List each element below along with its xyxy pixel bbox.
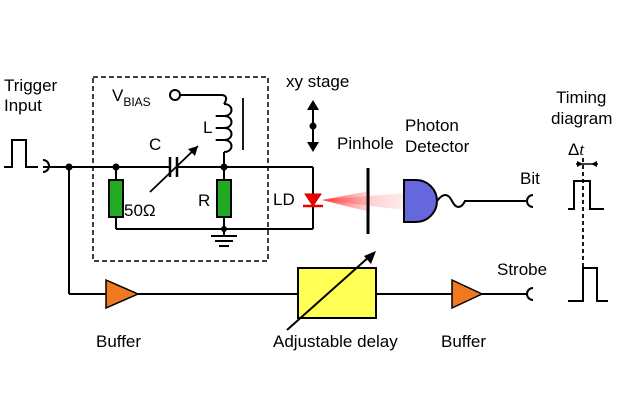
delay-adjust-arrow <box>286 255 371 331</box>
bit-timing-pulse <box>568 180 604 210</box>
buffer-left-icon <box>105 278 140 310</box>
timing-diagram-label-line2: diagram <box>551 109 612 128</box>
buffer-right-label: Buffer <box>441 332 486 351</box>
ground-junction-dot <box>221 226 227 232</box>
resistor-50-label: 50Ω <box>124 201 156 220</box>
adjustable-delay-label: Adjustable delay <box>273 332 398 351</box>
photon-detector-label-line2: Detector <box>405 137 470 156</box>
bit-output-connector <box>526 194 534 208</box>
trigger-input-pulse <box>4 139 38 168</box>
delta-t-marker-icon <box>576 161 598 167</box>
ground-icon <box>211 235 237 247</box>
resistor-50-ohm <box>108 179 124 218</box>
strobe-output-connector <box>526 287 534 301</box>
inductor-label: L <box>203 118 212 137</box>
strobe-label: Strobe <box>497 260 547 279</box>
timing-diagram-label-line1: Timing <box>556 88 606 107</box>
laser-beam-glow <box>322 193 404 210</box>
laser-diode-icon <box>303 193 323 208</box>
detector-output-wire <box>436 194 526 208</box>
bit-label: Bit <box>520 169 540 188</box>
buffer-right-icon <box>451 278 484 310</box>
strobe-timing-pulse <box>568 267 608 302</box>
trigger-label-line1: Trigger <box>4 76 58 95</box>
xy-stage-label: xy stage <box>286 72 349 91</box>
inductor-coil <box>215 103 233 153</box>
trigger-label-line2: Input <box>4 96 42 115</box>
capacitor-label: C <box>149 135 161 154</box>
delay-adjust-arrowhead <box>364 251 376 264</box>
pinhole-label: Pinhole <box>337 134 394 153</box>
resistor-r <box>216 179 232 218</box>
wire-inductor-top <box>180 94 228 105</box>
vbias-terminal <box>169 89 181 101</box>
bias-tee-box <box>92 76 269 262</box>
buffer-left-label: Buffer <box>96 332 141 351</box>
delta-t-label: Δt <box>568 140 585 159</box>
xy-stage-arrow-icon <box>307 100 319 152</box>
vbias-label: VBIAS <box>112 86 151 109</box>
photon-detector-label-line1: Photon <box>405 116 459 135</box>
photon-detector-icon <box>403 179 438 223</box>
laser-diode-label: LD <box>273 190 295 209</box>
resistor-r-label: R <box>198 191 210 210</box>
